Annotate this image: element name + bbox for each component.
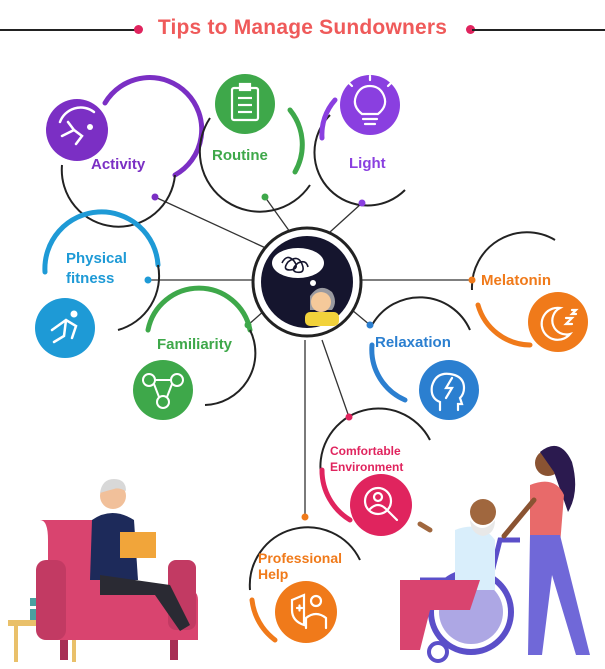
tip-routine (198, 74, 311, 213)
clipboard-icon (230, 82, 260, 122)
activity-icon-bg (46, 99, 108, 161)
label-light: Light (349, 155, 386, 172)
tip-melatonin (468, 231, 588, 352)
illustration-reading-person (8, 479, 198, 662)
connector-lines (148, 196, 472, 517)
familiarity-icon-bg (133, 360, 193, 420)
network-icon (142, 373, 184, 409)
professional-icon-bg (275, 581, 337, 643)
connector-light (329, 202, 363, 233)
label-comfortable-line1: Comfortable (330, 444, 401, 458)
center-node (251, 226, 363, 338)
page-title: Tips to Manage Sundowners (157, 16, 448, 39)
melatonin-icon-bg (528, 292, 588, 352)
tip-activity (46, 75, 205, 228)
relaxation-icon-bg (419, 360, 479, 420)
connector-comfortable (321, 339, 350, 418)
exercise-figure-icon (50, 310, 78, 344)
title-dot-right (466, 25, 475, 34)
label-physical-line1: Physical (66, 250, 127, 267)
label-relaxation: Relaxation (375, 334, 451, 351)
label-comfortable-line2: Environment (330, 460, 404, 474)
confused-person-icon (272, 248, 339, 326)
head-bolt-icon (430, 372, 466, 412)
tip-relaxation (366, 296, 479, 420)
label-familiarity: Familiarity (157, 336, 233, 353)
label-activity: Activity (91, 156, 146, 173)
title-rule-right (472, 29, 605, 31)
label-routine: Routine (212, 147, 268, 164)
label-physical-line2: fitness (66, 270, 115, 287)
label-professional-line2: Help (258, 566, 289, 582)
connector-routine (264, 196, 291, 233)
tip-familiarity (133, 285, 257, 420)
tip-professional-help (248, 513, 361, 643)
label-professional-line1: Professional (258, 550, 343, 566)
connector-activity (154, 196, 271, 251)
tip-physical-fitness (35, 209, 161, 358)
running-figure-icon (58, 106, 96, 146)
moon-sleep-icon (540, 306, 579, 341)
label-melatonin: Melatonin (481, 272, 551, 289)
illustration-caregiver-wheelchair (400, 445, 590, 663)
connector-relaxation (351, 309, 371, 326)
search-person-icon (363, 486, 399, 522)
title-dot-left (134, 25, 143, 34)
title-bar: Tips to Manage Sundowners (0, 14, 605, 46)
title-rule-left (0, 29, 138, 31)
shield-doctor-icon (290, 593, 328, 630)
book (120, 532, 156, 558)
tip-comfortable-environment (319, 407, 431, 536)
tip-light (313, 74, 406, 207)
light-icon-bg (340, 75, 400, 135)
light-bulb-icon (347, 74, 393, 126)
